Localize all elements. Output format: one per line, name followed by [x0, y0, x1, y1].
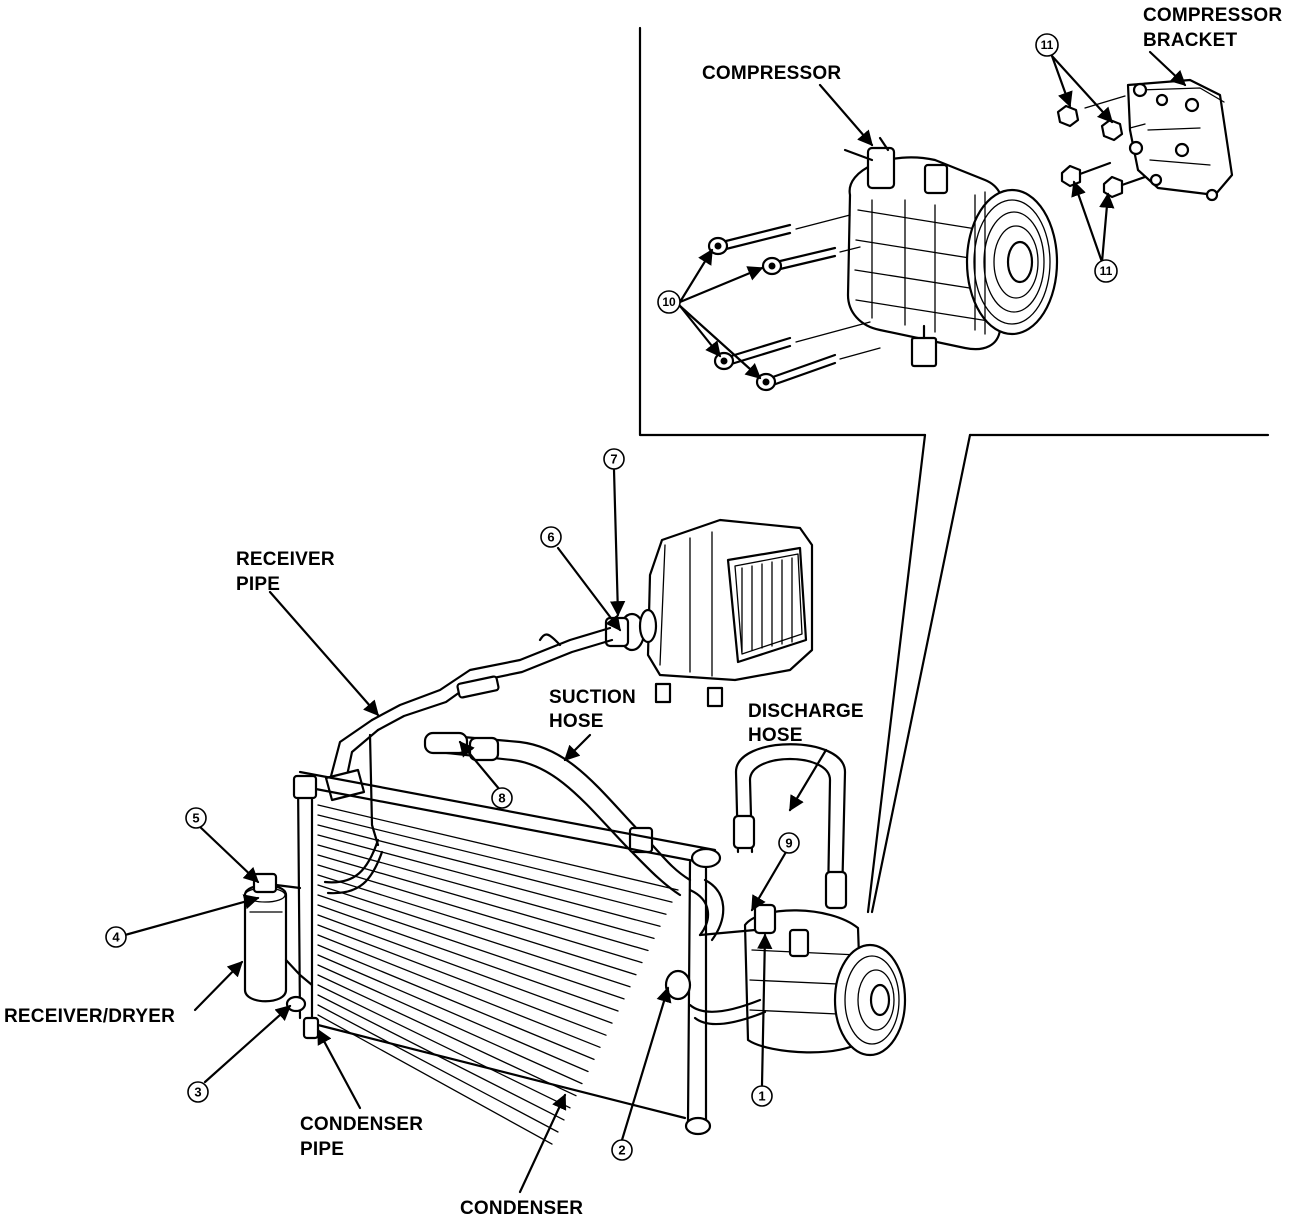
condenser-fin [317, 894, 625, 1000]
compressor-installed [664, 847, 907, 1057]
discharge-hose [732, 743, 848, 910]
callout-1: 1 [751, 1085, 773, 1107]
condenser [292, 770, 717, 1145]
label-condenser-pipe-2: PIPE [300, 1139, 344, 1160]
condenser-fin [317, 1004, 559, 1133]
callout-10: 10 [657, 290, 681, 314]
condenser-fin [317, 954, 589, 1073]
label-compressor-bracket-2: BRACKET [1143, 30, 1237, 51]
compressor-bracket-detail [1056, 78, 1234, 202]
condenser-fin [317, 804, 679, 891]
condenser-fin [317, 854, 649, 952]
suction-hose [423, 731, 692, 897]
condenser-fin [317, 814, 673, 903]
label-receiver-dryer: RECEIVER/DRYER [4, 1006, 175, 1027]
label-condenser: CONDENSER [460, 1198, 583, 1219]
label-condenser-pipe-1: CONDENSER [300, 1114, 423, 1135]
callout-3: 3 [187, 1081, 209, 1103]
callout-2: 2 [611, 1139, 633, 1161]
label-discharge-hose-2: HOSE [748, 725, 803, 746]
inset-frame [638, 26, 1270, 914]
svg-text:2: 2 [618, 1143, 625, 1158]
label-discharge-hose-1: DISCHARGE [748, 701, 864, 722]
condenser-fin [317, 834, 661, 927]
condenser-fin [317, 994, 565, 1121]
evaporator-unit [604, 518, 814, 708]
callout-11-bottom: 11 [1094, 259, 1118, 283]
svg-text:11: 11 [1100, 264, 1113, 278]
leader-lines [123, 50, 1187, 1194]
svg-text:10: 10 [662, 295, 676, 309]
condenser-fin [317, 974, 577, 1097]
label-receiver-pipe-2: PIPE [236, 574, 280, 595]
compressor-detail [707, 136, 1059, 392]
condenser-fin [317, 944, 595, 1061]
callout-8: 8 [491, 787, 513, 809]
callout-7: 7 [603, 448, 625, 470]
callout-numbers: 1 2 3 4 5 6 7 8 9 10 11 11 [105, 33, 1118, 1161]
condenser-fin [317, 1014, 553, 1145]
text-labels: COMPRESSOR BRACKET COMPRESSOR RECEIVER P… [4, 5, 1282, 1219]
condenser-fin [317, 864, 643, 964]
condenser-fin [317, 824, 667, 915]
svg-text:8: 8 [498, 791, 505, 806]
condenser-fin [317, 914, 613, 1024]
label-compressor-bracket-1: COMPRESSOR [1143, 5, 1282, 26]
condenser-fin [317, 984, 571, 1109]
svg-text:7: 7 [610, 452, 617, 467]
condenser-fin [317, 964, 583, 1085]
condenser-fin [317, 844, 655, 940]
svg-text:6: 6 [547, 530, 554, 545]
svg-text:3: 3 [194, 1085, 201, 1100]
receiver-dryer [243, 872, 320, 1040]
condenser-fin [317, 924, 607, 1036]
callout-6: 6 [540, 526, 562, 548]
condenser-fin [317, 934, 601, 1048]
svg-text:1: 1 [758, 1089, 765, 1104]
condenser-fin [317, 874, 637, 976]
callout-9: 9 [778, 832, 800, 854]
callout-11-top: 11 [1035, 33, 1059, 57]
label-compressor: COMPRESSOR [702, 63, 841, 84]
svg-text:11: 11 [1041, 38, 1054, 52]
svg-text:5: 5 [192, 811, 199, 826]
label-receiver-pipe-1: RECEIVER [236, 549, 335, 570]
condenser-fin [317, 884, 631, 988]
label-suction-hose-2: HOSE [549, 711, 604, 732]
label-suction-hose-1: SUCTION [549, 687, 636, 708]
callout-4: 4 [105, 926, 127, 948]
callout-5: 5 [185, 807, 207, 829]
receiver-pipe-assembly [323, 626, 614, 895]
condenser-fin [317, 904, 619, 1012]
svg-text:9: 9 [785, 836, 792, 851]
svg-text:4: 4 [112, 930, 120, 945]
